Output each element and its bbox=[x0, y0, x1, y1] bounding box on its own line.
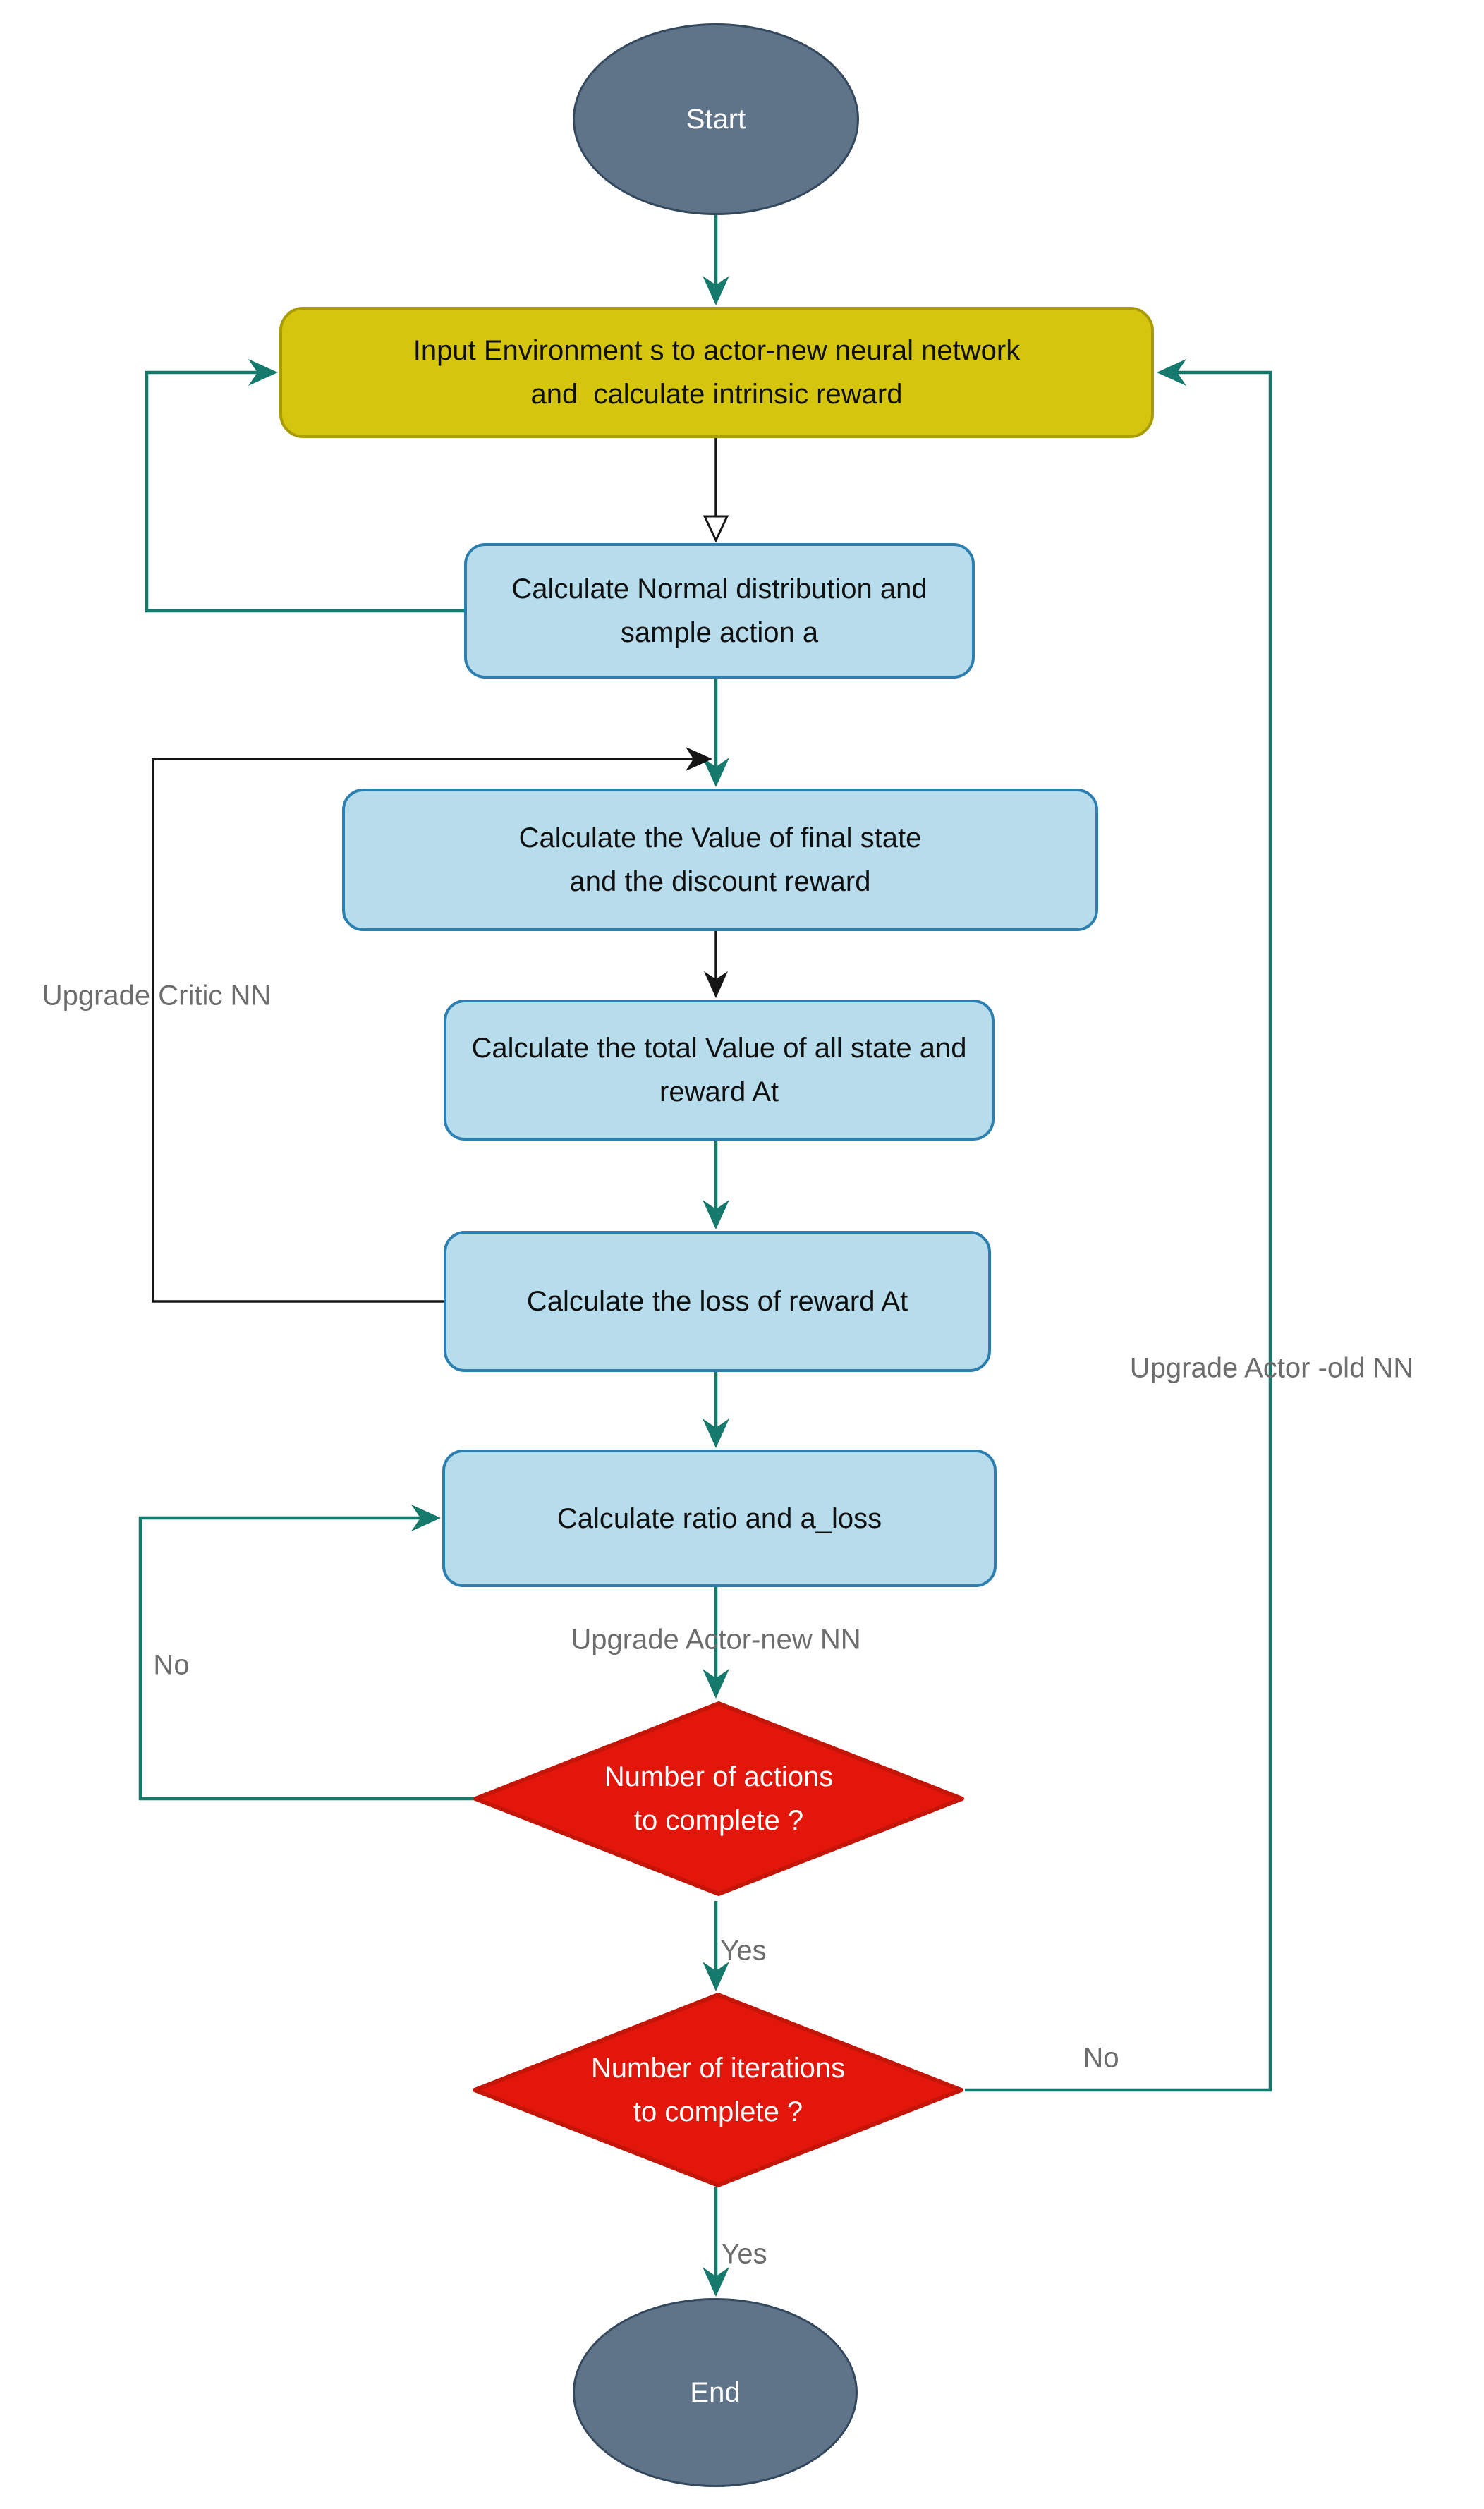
value-final-state-line1: Calculate the Value of final state bbox=[518, 822, 922, 853]
normal-distribution-node: Calculate Normal distribution and sample… bbox=[464, 543, 975, 679]
upgrade-actor-old-label: Upgrade Actor -old NN bbox=[1129, 1352, 1414, 1384]
actions-no-label: No bbox=[153, 1649, 190, 1681]
iterations-decision-node: Number of iterations to complete ? bbox=[471, 1991, 965, 2189]
value-final-state-node: Calculate the Value of final state and t… bbox=[342, 789, 1098, 931]
iterations-decision-diamond bbox=[473, 1993, 963, 2187]
start-node: Start bbox=[573, 23, 859, 215]
ratio-aloss-line1: Calculate ratio and a_loss bbox=[556, 1502, 882, 1534]
iterations-no-label: No bbox=[1083, 2042, 1119, 2074]
iterations-decision-line2: to complete ? bbox=[633, 2096, 803, 2127]
value-final-state-line2: and the discount reward bbox=[569, 866, 871, 897]
total-value-node: Calculate the total Value of all state a… bbox=[444, 1000, 995, 1141]
edge-iterations-no-loop bbox=[965, 359, 1272, 2092]
edge-actions-no-loop bbox=[138, 1505, 477, 1801]
actions-decision-text: Number of actions to complete ? bbox=[604, 1755, 834, 1842]
actions-decision-line1: Number of actions bbox=[604, 1761, 834, 1792]
iterations-decision-line1: Number of iterations bbox=[590, 2053, 846, 2084]
input-environment-node: Input Environment s to actor-new neural … bbox=[279, 307, 1154, 438]
iterations-decision-text: Number of iterations to complete ? bbox=[591, 2046, 845, 2134]
iterations-yes-label: Yes bbox=[721, 2238, 767, 2270]
ratio-aloss-node: Calculate ratio and a_loss bbox=[442, 1450, 997, 1587]
actions-decision-line2: to complete ? bbox=[633, 1805, 804, 1836]
edge-upgrade-critic-loop bbox=[152, 747, 712, 1303]
input-environment-line1: Input Environment s to actor-new neural … bbox=[413, 335, 1021, 366]
actions-decision-node: Number of actions to complete ? bbox=[472, 1700, 966, 1897]
total-value-line2: reward At bbox=[659, 1076, 779, 1107]
normal-distribution-line2: sample action a bbox=[620, 617, 819, 648]
edge-sample-action-loop bbox=[145, 359, 464, 613]
loss-of-reward-node: Calculate the loss of reward At bbox=[444, 1231, 991, 1372]
upgrade-actor-new-label: Upgrade Actor-new NN bbox=[571, 1624, 861, 1656]
start-label: Start bbox=[686, 103, 746, 135]
end-label: End bbox=[690, 2376, 741, 2408]
actions-yes-label: Yes bbox=[720, 1935, 767, 1967]
upgrade-critic-label: Upgrade Critic NN bbox=[42, 980, 272, 1012]
input-environment-line2: and calculate intrinsic reward bbox=[530, 379, 903, 410]
loss-of-reward-line1: Calculate the loss of reward At bbox=[526, 1286, 908, 1317]
total-value-line1: Calculate the total Value of all state a… bbox=[471, 1033, 967, 1064]
normal-distribution-line1: Calculate Normal distribution and bbox=[511, 573, 928, 605]
actions-decision-diamond bbox=[473, 1701, 964, 1896]
end-node: End bbox=[573, 2298, 858, 2487]
